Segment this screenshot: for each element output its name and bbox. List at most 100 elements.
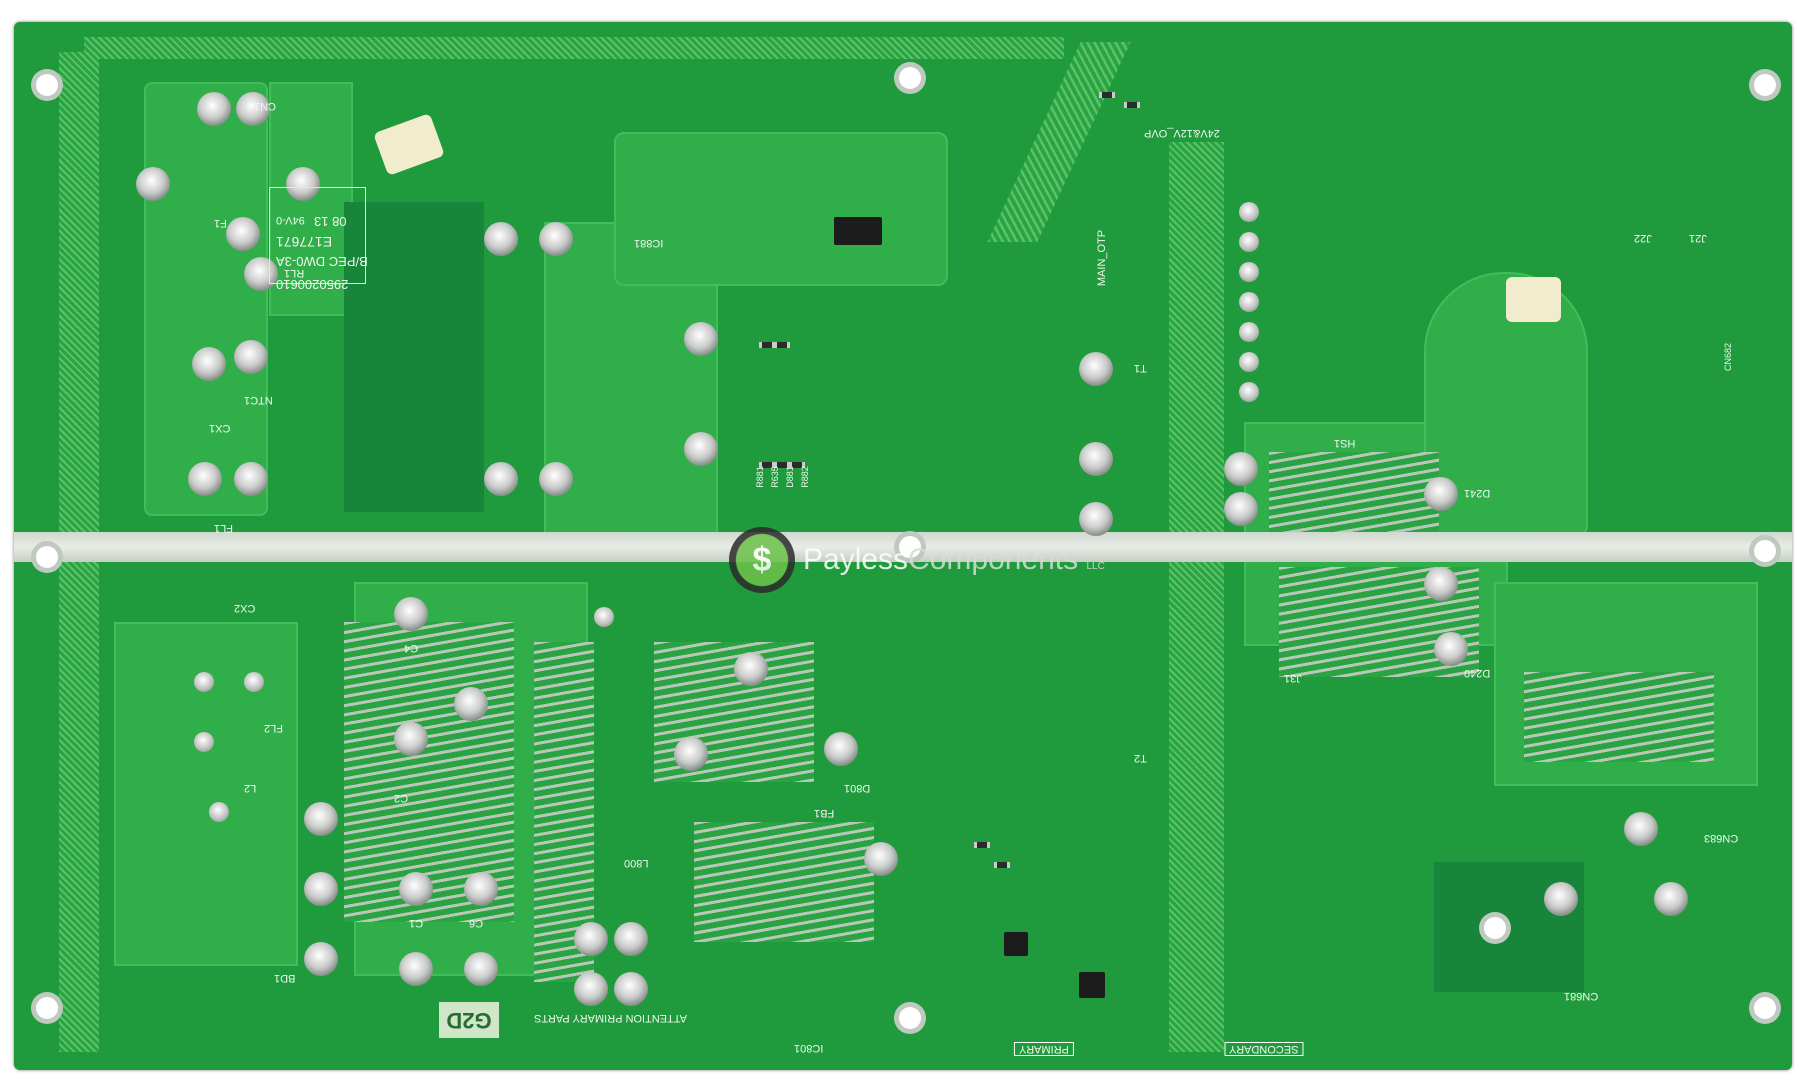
date-code: 08 13 [314,214,347,229]
solder-pad [244,257,278,291]
ref-label: C6 [469,917,484,929]
ref-label: CN683 [1704,832,1739,844]
solder-pad [136,167,170,201]
watermark: $ PaylessComponents LLC [729,527,1105,593]
mounting-hole [1754,74,1776,96]
solder-pad [286,167,320,201]
ref-label: CX2 [234,602,256,614]
small-pad [194,672,214,692]
solder-fingers [694,822,874,942]
copper-region [144,82,268,516]
mounting-hole [1484,917,1506,939]
ref-label: RL1 [284,267,305,279]
small-pad [1239,292,1259,312]
copper-region [614,132,948,286]
watermark-brand-a: Payless [803,543,909,576]
solder-pad [1544,882,1578,916]
ref-label: FL1 [214,522,233,534]
solder-pad [394,722,428,756]
solder-pad [824,732,858,766]
ref-label: R881 [754,466,765,488]
solder-pad [574,972,608,1006]
ref-label: D241 [1464,487,1491,499]
watermark-logo: $ [729,527,795,593]
ic-chip [834,217,882,245]
pcb-board: 2950200610 B/PEC DW0-3A E177671 94V-0 08… [14,22,1792,1070]
solder-pad [304,802,338,836]
smd-component [759,462,775,468]
ref-label: FB1 [814,807,835,819]
solder-pad [539,462,573,496]
ground-frame-diag [987,42,1131,242]
solder-pad [674,737,708,771]
ref-label: T2 [1134,752,1147,764]
small-pad [1239,352,1259,372]
ul-number: E177671 [276,234,333,250]
solder-pad [614,972,648,1006]
secondary-label: SECONDARY [1224,1042,1304,1056]
ref-label: C4 [404,642,419,654]
ref-label: J21 [1689,232,1707,244]
ref-label: CN682 [1723,342,1734,372]
ground-frame-top [84,37,1064,59]
ul-marking-box [269,187,366,284]
ref-label: R882 [799,466,810,488]
small-pad [1239,202,1259,222]
solder-pad [399,872,433,906]
solder-pad [1434,632,1468,666]
solder-pad [1624,812,1658,846]
mounting-hole [1754,540,1776,562]
rating: 94V-0 [276,214,305,226]
solder-pad [614,922,648,956]
ref-label: D801 [844,782,871,794]
solder-pad [464,872,498,906]
solder-pad [394,597,428,631]
plastic-clip [1506,277,1561,322]
ref-label: C2 [394,792,409,804]
mounting-hole [1754,997,1776,1019]
ref-label: L2 [244,782,257,794]
small-pad [1239,232,1259,252]
small-pad [1239,262,1259,282]
solder-pad [484,462,518,496]
mounting-hole [36,74,58,96]
solder-pad [684,322,718,356]
ground-frame-center [1169,142,1224,1052]
solder-pad [1654,882,1688,916]
ref-label: CN1 [254,100,277,112]
plastic-clip [373,113,445,176]
ref-label: D881 [784,466,795,488]
ref-label: CX1 [209,422,231,434]
solder-fingers [1524,672,1714,762]
solder-fingers [1269,452,1439,532]
solder-pad [464,952,498,986]
solder-pad [539,222,573,256]
copper-region [344,202,484,512]
solder-pad [234,340,268,374]
solder-pad [1079,442,1113,476]
ref-label: D240 [1464,667,1491,679]
smd-component [774,462,790,468]
smd-component [994,862,1010,868]
ref-label: CN681 [1564,990,1599,1002]
smd-component [789,462,805,468]
mounting-hole [899,67,921,89]
watermark-suffix: LLC [1086,561,1105,572]
watermark-text: PaylessComponents LLC [803,543,1105,577]
primary-label: PRIMARY [1014,1042,1074,1056]
ref-label: R635 [769,466,780,488]
ref-label: FL2 [264,722,283,734]
ref-label: J22 [1634,232,1652,244]
smd-component [1099,92,1115,98]
ref-label: J31 [1284,672,1302,684]
smd-component [974,842,990,848]
solder-pad [236,92,270,126]
solder-pad [192,347,226,381]
solder-pad [1224,492,1258,526]
solder-pad [197,92,231,126]
model-box: G2D [439,1002,499,1038]
ref-label: HS1 [1334,437,1356,449]
mounting-hole [36,546,58,568]
solder-pad [1224,452,1258,486]
smd-component [1124,102,1140,108]
